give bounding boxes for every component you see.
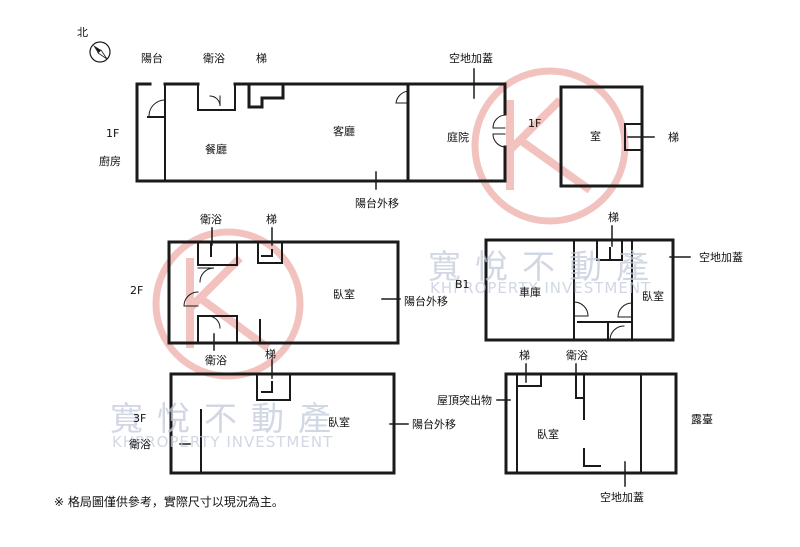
floor-b1-doors [573, 301, 633, 341]
1f-open-space-addition-label: 空地加蓋 [449, 52, 493, 65]
2f-balcony-moved-label: 陽台外移 [404, 295, 448, 308]
floor-3f-walls [169, 372, 396, 475]
floor-2f-doors [183, 267, 221, 329]
roof-bedroom-label: 臥室 [537, 428, 559, 441]
watermark-logo-left [152, 228, 304, 380]
b1-bedroom-label: 臥室 [642, 290, 664, 303]
2f-bath-top-label: 衛浴 [200, 213, 222, 226]
b1-floor-label: B1 [455, 278, 470, 291]
3f-bedroom-label: 臥室 [328, 416, 350, 429]
1f-living-label: 客廳 [333, 125, 355, 138]
2f-bath-bottom-label: 衛浴 [205, 354, 227, 367]
2f-bedroom-label: 臥室 [333, 288, 355, 301]
floor-1f-doors [148, 90, 506, 148]
1f-kitchen-label: 廚房 [99, 155, 121, 168]
floor-1f-annex-walls [559, 85, 644, 188]
roof-terrace-label: 露臺 [691, 413, 713, 426]
watermark-english-right: KHPROPERTY INVESTMENT [430, 279, 652, 297]
floor-2f-walls [167, 240, 400, 345]
roof-walls [504, 372, 678, 475]
b1-open-space-addition-label: 空地加蓋 [699, 251, 743, 264]
3f-stairs-label: 梯 [265, 348, 276, 361]
1f-courtyard-label: 庭院 [447, 131, 469, 144]
watermark-logo-right [471, 67, 629, 225]
roof-stairs-label: 梯 [519, 349, 530, 362]
1f-stairs-label: 梯 [256, 52, 267, 65]
roof-open-space-addition-label: 空地加蓋 [600, 491, 644, 504]
b1-garage-label: 車庫 [519, 286, 541, 299]
compass-icon [89, 41, 111, 63]
roof-bath-label: 衛浴 [566, 349, 588, 362]
1f-balcony-label: 陽台 [141, 52, 163, 65]
watermark-chinese-left: 寬悅不動產 [110, 399, 345, 438]
1f-balcony-moved-label: 陽台外移 [355, 197, 399, 210]
1f-annex-floor-label: 1F [528, 117, 542, 130]
disclaimer-note: ※ 格局圖僅供參考，實際尺寸以現況為主。 [54, 495, 284, 509]
3f-balcony-moved-label: 陽台外移 [412, 418, 456, 431]
watermark-chinese-right: 寬悅不動產 [428, 247, 663, 286]
1f-floor-label: 1F [106, 127, 120, 140]
floor-1f-walls [135, 82, 507, 183]
3f-bath-label: 衛浴 [129, 438, 151, 451]
roof-structure-label: 屋頂突出物 [437, 394, 492, 407]
b1-stairs-label: 梯 [608, 211, 619, 224]
north-label: 北 [77, 26, 88, 39]
3f-floor-label: 3F [133, 412, 147, 425]
floor-b1-walls [484, 238, 675, 342]
2f-floor-label: 2F [130, 284, 144, 297]
1f-bath-label: 衛浴 [203, 52, 225, 65]
1f-dining-label: 餐廳 [205, 143, 227, 156]
2f-stairs-label: 梯 [266, 213, 277, 226]
1f-annex-room-label: 室 [590, 130, 601, 143]
1f-annex-stairs-label: 梯 [668, 131, 679, 144]
watermark-english-left: KHPROPERTY INVESTMENT [112, 433, 334, 451]
